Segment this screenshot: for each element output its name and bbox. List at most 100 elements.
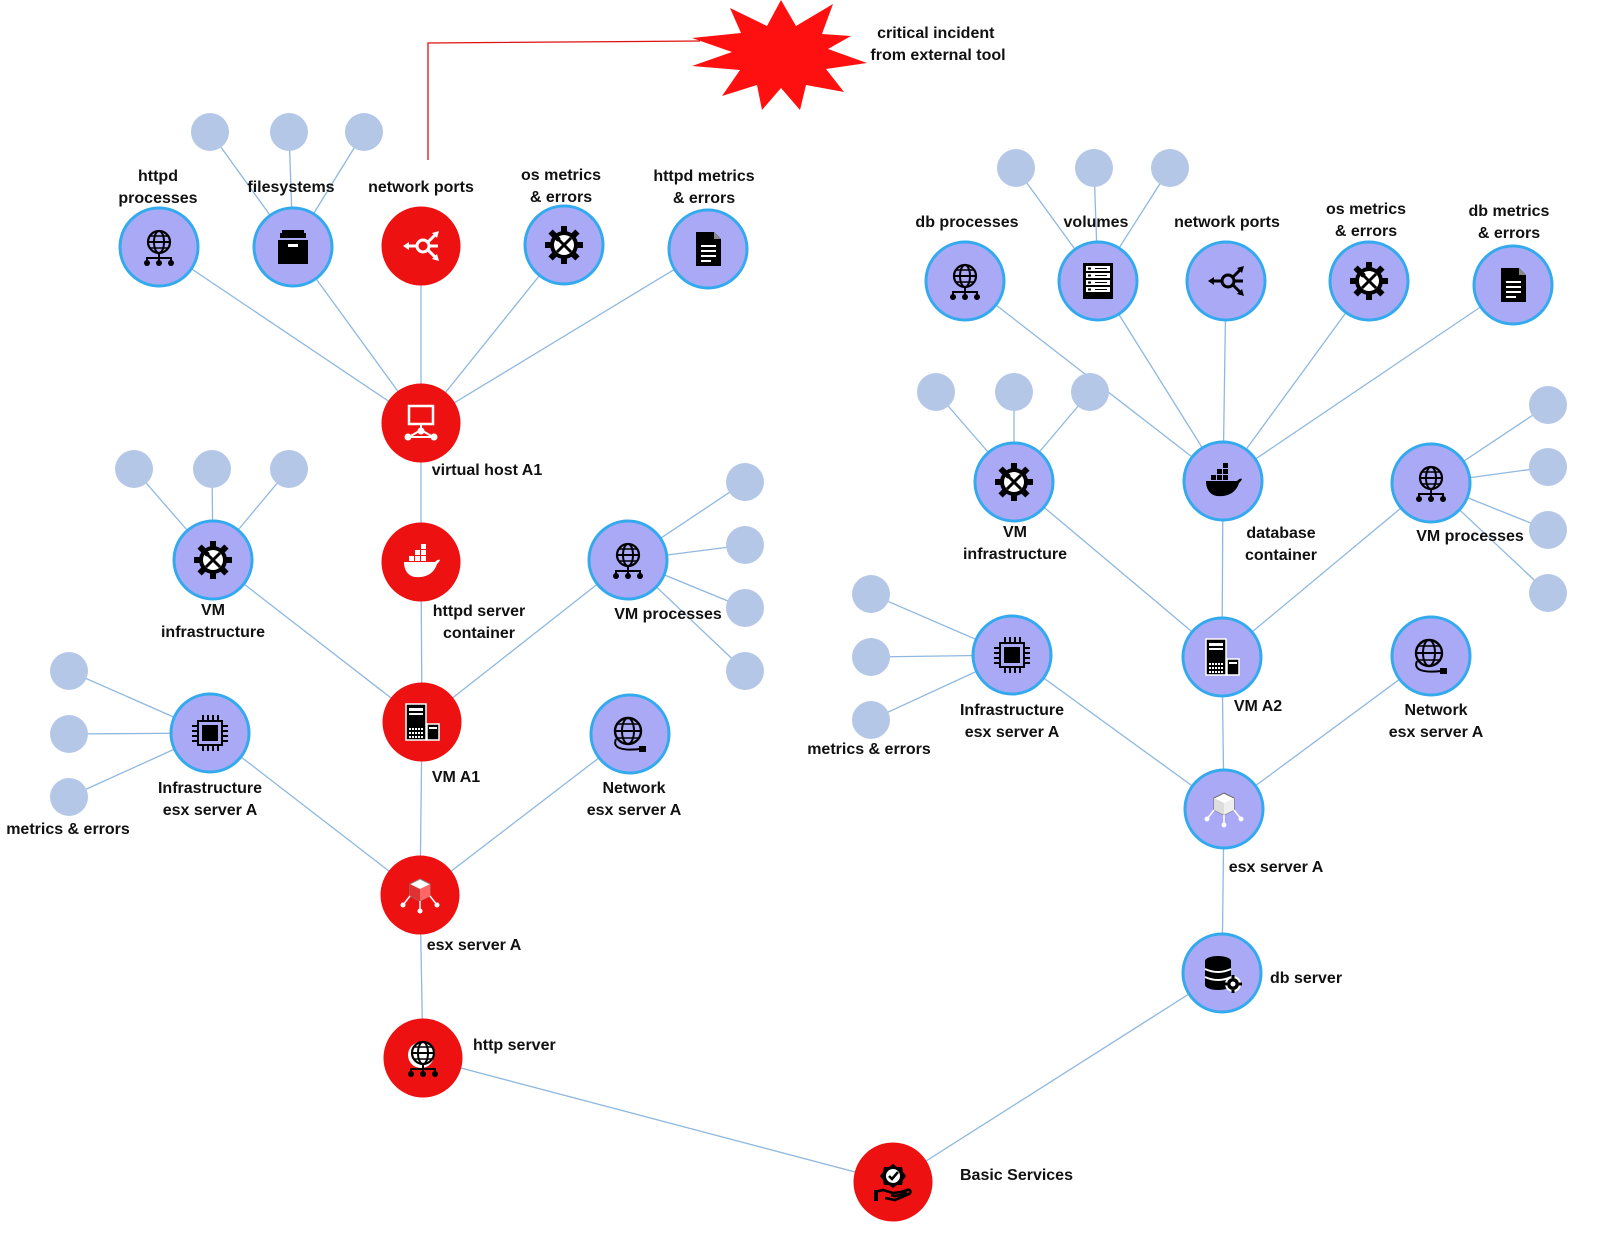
node-httpd-container: httpd server container [381,522,525,642]
label-line: Infrastructure [960,702,1064,719]
leaf-dot [852,701,890,739]
label-line: metrics & errors [807,741,931,758]
node-metrics-errors-left: metrics & errors [6,821,130,838]
edge [209,732,421,896]
label-line: Basic Services [960,1167,1073,1184]
httpd-container-label: httpd server container [433,603,525,642]
infra-esx-left-label: Infrastructure esx server A [158,780,262,819]
gear-tools-icon [544,225,584,265]
label-line: container [443,625,515,642]
node-db-metrics: db metrics& errors [1469,203,1554,326]
node-httpd-metrics: httpd metrics& errors [653,168,755,290]
edge [1222,280,1370,482]
leaf-dot [1075,149,1113,187]
leaf-dot [852,638,890,676]
label-line: network ports [368,179,474,196]
label-line: esx server A [427,937,522,954]
label-line: os metrics [1326,201,1406,218]
network-esx-left-label: Network esx server A [587,780,682,819]
chip-icon [993,636,1031,674]
network-esx-left-circle [589,693,671,775]
httpd-processes-circle [118,206,200,288]
leaf-dot [852,575,890,613]
leaf-dot [995,373,1033,411]
node-http-server: http server [383,1018,556,1098]
leaf-dot [917,373,955,411]
filesystems-label: filesystems [247,179,334,196]
virtual-host-a1-label: virtual host A1 [432,462,543,479]
esx-a2-label: esx server A [1229,859,1324,876]
node-vm-processes-left: VM processes [587,519,722,623]
edge [1223,655,1432,810]
node-virtual-host-a1: virtual host A1 [381,383,543,479]
httpd-processes-label: httpd processes [118,168,197,207]
vm-a1-label: VM A1 [432,769,480,786]
label-line: & errors [530,189,592,206]
node-os-metrics-right: os metrics& errors [1326,201,1410,322]
label-line: VM processes [1416,528,1524,545]
vm-processes-right-label: VM processes [1416,528,1524,545]
gear-tools-icon [994,462,1034,502]
leaf-dot [1529,448,1567,486]
label-line: esx server A [163,802,258,819]
file-box-icon [278,230,308,264]
label-line: httpd server [433,603,525,620]
label-line: processes [118,190,197,207]
leaf-dot [726,463,764,501]
edge [421,559,629,723]
label-line: container [1245,547,1317,564]
node-esx-a1: esx server A [380,855,522,954]
label-line: filesystems [247,179,334,196]
volumes-label: volumes [1064,214,1129,231]
leaf-dot [726,652,764,690]
node-volumes: volumes [1057,214,1139,322]
chip-icon [191,714,229,752]
leaf-dot [1529,386,1567,424]
label-line: Infrastructure [158,780,262,797]
db-container-label: database container [1245,525,1317,564]
label-line: Network [602,780,665,797]
vm-processes-left-label: VM processes [614,606,722,623]
document-icon [696,232,721,266]
edge [1013,481,1223,658]
incident-connector-line [427,40,701,160]
label-line: VM processes [614,606,722,623]
vm-processes-left-circle [587,519,669,601]
db-server-label: db server [1270,970,1342,987]
label-line: & errors [673,190,735,207]
leaf-dot [997,149,1035,187]
node-network-ports-left: network ports [368,179,474,286]
label-line: db processes [915,214,1018,231]
leaf-dot [726,589,764,627]
leaf-dot [345,113,383,151]
edge [158,246,422,424]
label-line: esx server A [587,802,682,819]
gear-tools-icon [1349,261,1389,301]
db-processes-circle [924,240,1006,322]
label-line: database [1246,525,1315,542]
label-line: virtual host A1 [432,462,543,479]
gear-tools-icon [193,540,233,580]
label-line: VM A1 [432,769,480,786]
label-line: http server [473,1037,556,1054]
label-line: esx server A [965,724,1060,741]
edge [892,972,1223,1183]
leaf-dot [270,450,308,488]
node-db-processes: db processes [915,214,1019,322]
label-line: Network [1404,702,1467,719]
network-ports-left-label: network ports [368,179,474,196]
node-db-container: database container [1182,440,1317,564]
leaf-dots [50,113,1567,816]
node-esx-a2: esx server A [1183,768,1324,876]
label-line: VM [201,602,225,619]
node-vm-processes-right: VM processes [1390,442,1524,545]
network-ports-left-circle [381,206,461,286]
label-line: httpd [138,168,178,185]
